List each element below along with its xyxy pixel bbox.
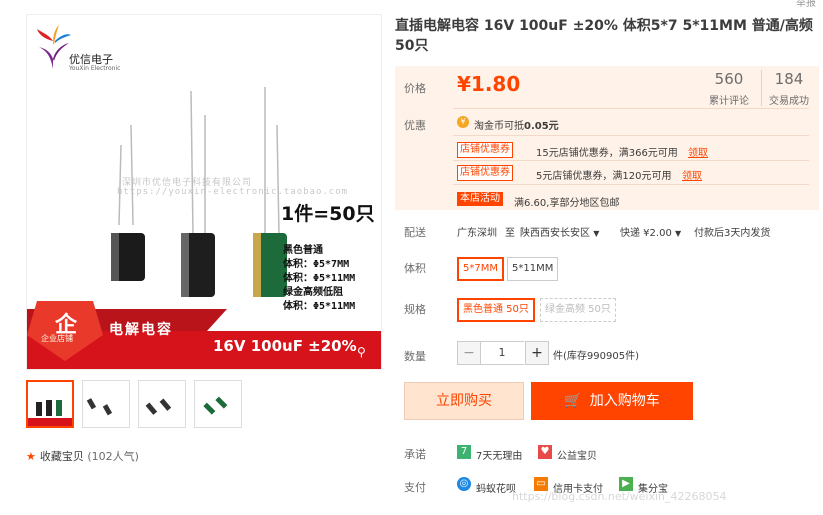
coin-offer-value: 0.05元 [524, 121, 559, 132]
brand-logo-text: 优信电子 [69, 53, 113, 66]
coin-offer: 淘金币可抵0.05元 [474, 117, 559, 132]
pieces-label: 1件=50只 [281, 203, 375, 225]
stock-info: 件(库存990905件) [553, 351, 639, 362]
dispatch-note: 付款后3天内发货 [694, 228, 771, 239]
huabei-icon: ◎ [457, 477, 471, 491]
product-title: 直插电解电容 16V 100uF ±20% 体积5*7 5*11MM 普通/高频… [395, 18, 813, 54]
spec-line: 体积：Φ5*11MM [283, 273, 356, 284]
charity-item[interactable]: 公益宝贝 [557, 451, 597, 462]
spec-line: 体积：Φ5*11MM [283, 301, 356, 312]
spec-option-green: 绿金高频 50只 [540, 298, 616, 322]
jifenbao-payment[interactable]: 集分宝 [638, 484, 668, 495]
shipping-method: 快递 ¥2.00 [620, 228, 672, 239]
seven-day-return[interactable]: 7天无理由 [476, 451, 523, 462]
claim-coupon-link[interactable]: 领取 [688, 148, 708, 159]
promise-label: 承诺 [404, 448, 426, 461]
price-value: ¥1.80 [457, 72, 521, 96]
shipping-label: 配送 [404, 226, 426, 239]
sales-count: 184 [774, 70, 804, 88]
brand-logo-subtitle: YouXin Electronic [69, 65, 121, 72]
thumbnail-image-icon [28, 400, 72, 426]
favorite-label: 收藏宝贝 [39, 450, 84, 463]
add-to-cart-button[interactable]: 🛒 加入购物车 [531, 382, 693, 420]
chevron-down-icon: ▼ [593, 229, 600, 238]
banner-spec: 16V 100uF ±20% [213, 337, 357, 355]
volume-label: 体积 [404, 262, 426, 275]
jifenbao-icon: ▶ [619, 477, 633, 491]
ship-destination: 陕西西安长安区 [520, 228, 590, 239]
price-label: 价格 [404, 82, 426, 95]
reviews-count[interactable]: 560 [714, 70, 744, 88]
cart-icon: 🛒 [564, 393, 582, 409]
store-coupon-tag: 店铺优惠券 [457, 142, 513, 158]
sales-label: 交易成功 [769, 96, 809, 107]
thumbnail-image-icon [86, 398, 113, 416]
seven-day-return-icon: 7 [457, 445, 471, 459]
divider [453, 135, 809, 136]
activity-text: 满6.60,享部分地区包邮 [514, 198, 620, 209]
price-panel [395, 66, 819, 210]
credit-card-payment[interactable]: 信用卡支付 [553, 484, 603, 495]
thumbnail-2[interactable] [82, 380, 130, 428]
thumbnail-3[interactable] [138, 380, 186, 428]
store-coupon-tag: 店铺优惠券 [457, 165, 513, 181]
divider [453, 108, 809, 109]
spec-label: 规格 [404, 303, 426, 316]
divider [453, 160, 809, 161]
ship-destination-select[interactable]: 陕西西安长安区 ▼ [520, 224, 599, 239]
store-activity-tag: 本店活动 [457, 192, 503, 206]
spec-option-black[interactable]: 黑色普通 50只 [457, 298, 535, 322]
coupon-text: 15元店铺优惠券，满366元可用 [536, 148, 678, 159]
thumbnail-1[interactable] [26, 380, 74, 428]
add-to-cart-label: 加入购物车 [589, 393, 660, 409]
volume-option-5x11[interactable]: 5*11MM [507, 257, 559, 281]
quantity-input[interactable]: 1 [480, 341, 524, 365]
ship-to-word: 至 [505, 228, 515, 239]
volume-option-5x7[interactable]: 5*7MM [457, 257, 504, 281]
banner-title: 电解电容 [109, 322, 173, 338]
favorite-button[interactable]: ★收藏宝贝 (102人气) [26, 448, 139, 464]
coin-offer-text: 淘金币可抵 [474, 121, 524, 132]
thumbnail-image-icon [145, 398, 172, 415]
reviews-label[interactable]: 累计评论 [709, 96, 749, 107]
spec-line: 体积：Φ5*7MM [283, 259, 350, 270]
spec-line: 绿金高频低阻 [283, 287, 343, 298]
thumbnail-4[interactable] [194, 380, 242, 428]
credit-card-icon: ▭ [534, 477, 548, 491]
divider [453, 184, 809, 185]
promo-banner [27, 301, 381, 369]
thumbnail-image-icon [203, 396, 228, 415]
claim-coupon-link[interactable]: 领取 [682, 171, 702, 182]
huabei-payment[interactable]: 蚂蚁花呗 [476, 484, 516, 495]
favorite-count: (102人气) [87, 450, 139, 463]
quantity-label: 数量 [404, 350, 426, 363]
buy-now-button[interactable]: 立即购买 [404, 382, 524, 420]
capacitors-illustration [111, 87, 287, 297]
zoom-icon[interactable]: ⚲ [357, 345, 366, 359]
main-product-image[interactable]: 优信电子 YouXin Electronic 深圳市优信电子科技有限公司 htt… [26, 14, 382, 370]
csdn-watermark: https://blog.csdn.net/weixin_42268054 [512, 490, 727, 503]
coupon-text: 5元店铺优惠券，满120元可用 [536, 171, 672, 182]
spec-line: 黑色普通 [283, 245, 323, 256]
quantity-increase-button[interactable]: + [525, 341, 549, 365]
stat-divider [761, 70, 762, 106]
shipping-method-select[interactable]: 快递 ¥2.00 ▼ [620, 224, 681, 239]
image-watermark: 深圳市优信电子科技有限公司 [122, 178, 253, 188]
brand-logo-icon [37, 25, 71, 69]
enterprise-store-badge: 企业店铺 [41, 334, 73, 343]
report-link[interactable]: 举报 [796, 0, 816, 9]
star-icon: ★ [26, 450, 36, 463]
chevron-down-icon: ▼ [675, 229, 682, 238]
charity-heart-icon: ♥ [538, 445, 552, 459]
promo-label: 优惠 [404, 119, 426, 132]
ship-from: 广东深圳 [457, 228, 497, 239]
enterprise-store-icon: 企 [55, 313, 78, 338]
image-watermark-url: https://youxin-electronic.taobao.com [117, 187, 349, 197]
payment-label: 支付 [404, 481, 426, 494]
taojinbi-coin-icon: ¥ [457, 116, 469, 128]
quantity-decrease-button[interactable]: − [457, 341, 481, 365]
